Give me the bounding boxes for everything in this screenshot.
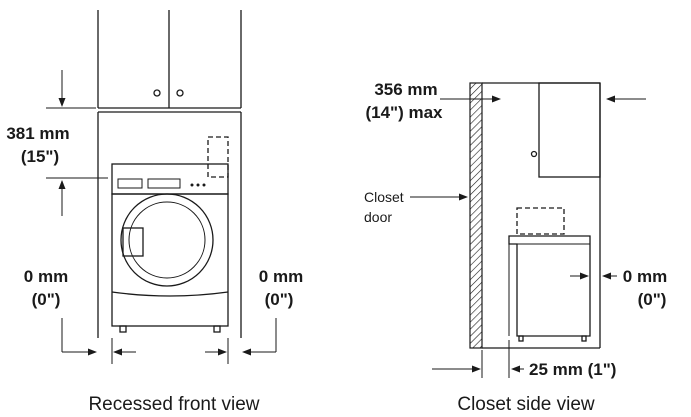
side-rear-clearance-imperial: (0") [638, 290, 667, 309]
side-rear-clearance-dimension [570, 272, 617, 280]
closet-outline [482, 82, 601, 349]
side-view: 356 mm (14") max Closet door 0 mm (0") 2… [364, 80, 667, 415]
vent-outline [207, 136, 229, 178]
side-view-caption: Closet side view [457, 394, 595, 415]
closet-door-label-line1: Closet [364, 189, 404, 205]
front-right-clearance-imperial: (0") [265, 290, 294, 309]
front-left-clearance-metric: 0 mm [24, 267, 68, 286]
closet-door-arrowhead [459, 193, 468, 201]
front-top-clearance-dimension [46, 70, 108, 216]
side-front-clearance-label: 25 mm (1") [529, 360, 616, 379]
front-left-clearance-imperial: (0") [32, 290, 61, 309]
closet-door-wall [469, 82, 483, 349]
side-rear-clearance-metric: 0 mm [623, 267, 667, 286]
front-view-caption: Recessed front view [88, 394, 259, 415]
side-top-clearance-imperial: (14") max [365, 103, 443, 122]
dryer-front [111, 163, 229, 333]
front-top-clearance-metric: 381 mm [6, 124, 69, 143]
side-upper-cabinet [530, 82, 601, 178]
front-right-clearance-dimension [205, 318, 277, 364]
front-top-clearance-imperial: (15") [21, 147, 59, 166]
side-top-clearance-dimension [440, 95, 646, 103]
upper-cabinet [97, 10, 242, 113]
side-top-clearance-metric: 356 mm [374, 80, 437, 99]
side-front-clearance-dimension [432, 340, 524, 378]
front-left-clearance-dimension [61, 318, 136, 364]
dryer-side [508, 207, 591, 342]
closet-door-label-line2: door [364, 209, 392, 225]
front-view: 381 mm (15") 0 mm (0") 0 mm (0") Recesse… [6, 10, 303, 415]
front-right-clearance-metric: 0 mm [259, 267, 303, 286]
